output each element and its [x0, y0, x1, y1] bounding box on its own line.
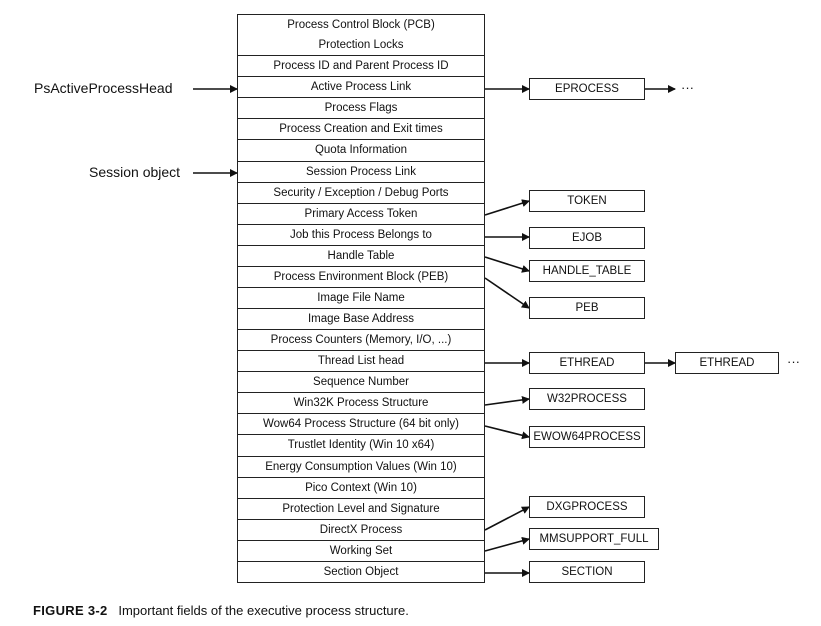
- peb-box: PEB: [529, 297, 645, 319]
- token-box: TOKEN: [529, 190, 645, 212]
- eprocess-field: Protection Locks: [237, 35, 485, 57]
- ps-active-process-head-label: PsActiveProcessHead: [34, 80, 173, 96]
- eprocess-field: Working Set: [237, 540, 485, 562]
- eprocess-box: EPROCESS: [529, 78, 645, 100]
- eprocess-field: Thread List head: [237, 351, 485, 373]
- figure-caption: FIGURE 3-2 Important fields of the execu…: [33, 603, 409, 618]
- eprocess-field: Process Counters (Memory, I/O, ...): [237, 330, 485, 352]
- eprocess-field: Trustlet Identity (Win 10 x64): [237, 435, 485, 457]
- figure-number: FIGURE 3-2: [33, 603, 108, 618]
- dxgprocess-arrow: [484, 506, 530, 531]
- eprocess-field: Win32K Process Structure: [237, 393, 485, 415]
- eprocess-field: Session Process Link: [237, 161, 485, 183]
- eprocess-field: Protection Level and Signature: [237, 498, 485, 520]
- dxgprocess-box: DXGPROCESS: [529, 496, 645, 518]
- figure-caption-text: Important fields of the executive proces…: [118, 603, 409, 618]
- w32process-arrow: [484, 395, 530, 406]
- eprocess-field: Pico Context (Win 10): [237, 477, 485, 499]
- mmsupport-full-arrow: [484, 536, 530, 552]
- eprocess-field: Process ID and Parent Process ID: [237, 56, 485, 78]
- handle-table-arrow: [484, 256, 530, 273]
- eprocess-field: Sequence Number: [237, 372, 485, 394]
- eprocess-field: Quota Information: [237, 140, 485, 162]
- ewow64process-box: EWOW64PROCESS: [529, 426, 645, 448]
- session-object-label: Session object: [89, 164, 181, 180]
- eprocess-field: Image File Name: [237, 287, 485, 310]
- handle-table-box: HANDLE_TABLE: [529, 260, 645, 282]
- token-arrow: [484, 199, 530, 216]
- eprocess-field: Process Control Block (PCB): [237, 14, 485, 36]
- eprocess-field: Process Flags: [237, 98, 485, 120]
- eprocess-field: Security / Exception / Debug Ports: [237, 182, 485, 204]
- eprocess-field: DirectX Process: [237, 519, 485, 541]
- ethread-continuation-ellipsis: ···: [787, 354, 800, 369]
- eprocess-field: Handle Table: [237, 245, 485, 267]
- eprocess-field: Process Environment Block (PEB): [237, 266, 485, 288]
- eprocess-field: Image Base Address: [237, 309, 485, 331]
- eprocess-field: Energy Consumption Values (Win 10): [237, 456, 485, 478]
- eprocess-field: Process Creation and Exit times: [237, 119, 485, 141]
- eprocess-field: Primary Access Token: [237, 203, 485, 225]
- eprocess-field: Section Object: [237, 561, 485, 583]
- ewow64process-arrow: [484, 425, 530, 440]
- section-box: SECTION: [529, 561, 645, 583]
- ethread-box: ETHREAD: [529, 352, 645, 374]
- eprocess-field: Wow64 Process Structure (64 bit only): [237, 414, 485, 436]
- w32process-box: W32PROCESS: [529, 388, 645, 410]
- eprocess-field: Job this Process Belongs to: [237, 224, 485, 246]
- peb-arrow: [484, 277, 530, 309]
- ethread-next-box: ETHREAD: [675, 352, 779, 374]
- eprocess-field: Active Process Link: [237, 77, 485, 99]
- ejob-box: EJOB: [529, 227, 645, 249]
- mmsupport-full-box: MMSUPPORT_FULL: [529, 528, 659, 550]
- eprocess-continuation-ellipsis: ···: [681, 80, 694, 95]
